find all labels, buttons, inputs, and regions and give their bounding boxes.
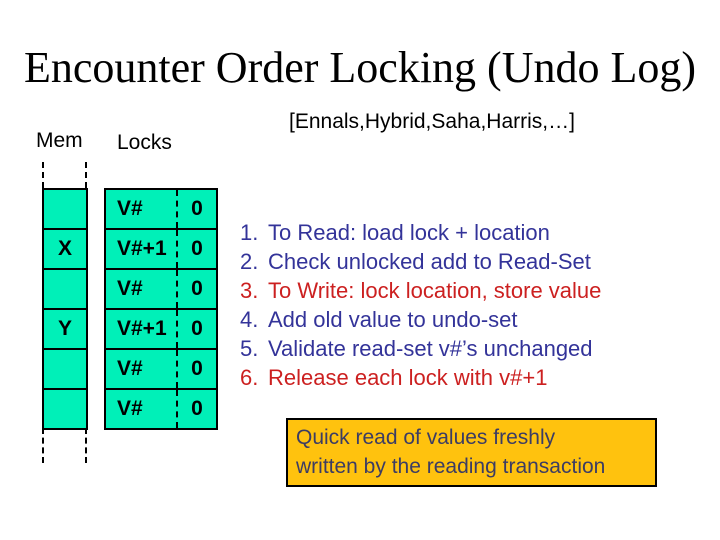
step-item: 5. Validate read-set v#’s unchanged <box>240 334 601 363</box>
lock-row: V# 0 <box>104 268 218 310</box>
lock-version: V#+1 <box>117 317 167 340</box>
step-number: 2. <box>240 249 259 274</box>
step-number: 1. <box>240 220 259 245</box>
memory-cell-y: Y <box>42 308 88 350</box>
lock-row: V#+1 0 <box>104 228 218 270</box>
lock-version: V# <box>117 397 143 420</box>
step-item: 4. Add old value to undo-set <box>240 305 601 334</box>
step-text: Add old value to undo-set <box>268 307 518 332</box>
step-item: 3. To Write: lock location, store value <box>240 276 601 305</box>
slide-title: Encounter Order Locking (Undo Log) <box>23 43 696 92</box>
lock-version: V#+1 <box>117 237 167 260</box>
locks-column-label: Locks <box>117 131 172 154</box>
lock-value: 0 <box>176 190 216 228</box>
lock-row: V#+1 0 <box>104 308 218 350</box>
step-text: Release each lock with v#+1 <box>268 365 548 390</box>
dashed-line-bottom-right <box>85 428 87 463</box>
step-text: Validate read-set v#’s unchanged <box>268 336 593 361</box>
mem-column-label: Mem <box>36 129 83 152</box>
lock-version: V# <box>117 357 143 380</box>
step-number: 6. <box>240 365 259 390</box>
step-item: 2. Check unlocked add to Read-Set <box>240 247 601 276</box>
memory-cell <box>42 388 88 430</box>
citation-text: [Ennals,Hybrid,Saha,Harris,…] <box>289 110 575 133</box>
callout-line: written by the reading transaction <box>296 455 606 478</box>
step-item: 6. Release each lock with v#+1 <box>240 363 601 392</box>
step-text: To Write: lock location, store value <box>268 278 602 303</box>
lock-value: 0 <box>176 270 216 308</box>
lock-value: 0 <box>176 310 216 348</box>
lock-row: V# 0 <box>104 188 218 230</box>
memory-column: X Y <box>42 188 88 430</box>
lock-value: 0 <box>176 230 216 268</box>
memory-cell <box>42 188 88 230</box>
lock-row: V# 0 <box>104 388 218 430</box>
step-number: 4. <box>240 307 259 332</box>
memory-cell <box>42 268 88 310</box>
algorithm-steps: 1. To Read: load lock + location 2. Chec… <box>240 218 601 392</box>
step-item: 1. To Read: load lock + location <box>240 218 601 247</box>
dashed-line-bottom-left <box>42 428 44 463</box>
lock-row: V# 0 <box>104 348 218 390</box>
lock-value: 0 <box>176 350 216 388</box>
memory-cell <box>42 348 88 390</box>
callout-line: Quick read of values freshly <box>296 426 556 449</box>
lock-value: 0 <box>176 390 216 428</box>
dashed-line-top-right <box>85 162 87 188</box>
step-number: 3. <box>240 278 259 303</box>
step-text: Check unlocked add to Read-Set <box>268 249 591 274</box>
lock-version: V# <box>117 197 143 220</box>
step-number: 5. <box>240 336 259 361</box>
locks-table: V# 0 V#+1 0 V# 0 V#+1 0 V# 0 V# 0 <box>104 188 218 430</box>
lock-version: V# <box>117 277 143 300</box>
dashed-line-top-left <box>42 162 44 188</box>
step-text: To Read: load lock + location <box>268 220 550 245</box>
memory-cell-x: X <box>42 228 88 270</box>
callout-box: Quick read of values freshly written by … <box>286 418 657 487</box>
